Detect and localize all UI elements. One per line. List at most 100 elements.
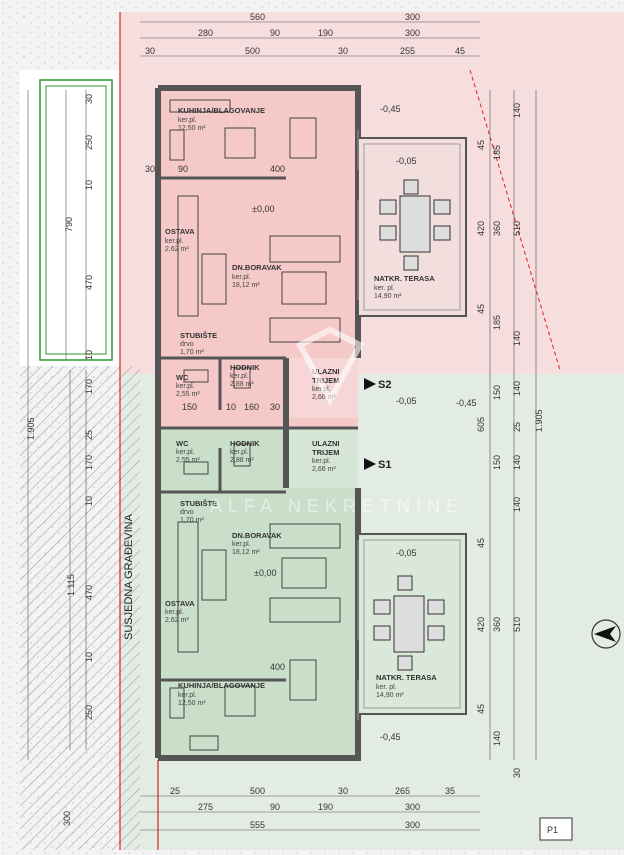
inner-walls — [158, 176, 358, 682]
svg-text:140: 140 — [512, 381, 522, 396]
svg-text:170: 170 — [84, 455, 94, 470]
svg-text:140: 140 — [512, 455, 522, 470]
svg-text:30: 30 — [84, 94, 94, 104]
dim-top-1b: 300 — [405, 12, 420, 22]
svg-text:140: 140 — [492, 731, 502, 746]
room-lower-storage-area: 2,62 m² — [165, 617, 189, 624]
svg-text:470: 470 — [84, 275, 94, 290]
room-upper-living-finish: ker.pl. — [232, 274, 251, 281]
neighbor-outline-inner — [45, 85, 107, 355]
dim-bot-2c: 190 — [318, 802, 333, 812]
parking-label: P1 — [547, 825, 558, 835]
dim-hall-160: 160 — [244, 402, 259, 412]
svg-text:45: 45 — [476, 538, 486, 548]
room-lower-kitchen-finish: ker.pl. — [178, 692, 197, 699]
right-dimensions: 140 185 45 420 510 360 45 185 140 150 14… — [476, 103, 544, 778]
svg-text:140: 140 — [512, 497, 522, 512]
dim-top-2c: 190 — [318, 28, 333, 38]
svg-text:170: 170 — [84, 379, 94, 394]
dim-bot-1c: 30 — [338, 786, 348, 796]
neighbor-label: SUSJEDNA GRAĐEVINA — [123, 513, 135, 640]
dim-inner-90: 90 — [178, 164, 188, 174]
room-lower-kitchen: KUHINJA/BLAGOVANJE — [178, 681, 265, 690]
room-upper-living-area: 18,12 m² — [232, 282, 260, 289]
room-upper-terrace-finish: ker. pl. — [374, 285, 395, 292]
lower-furniture — [169, 443, 341, 751]
svg-text:185: 185 — [492, 315, 502, 330]
room-upper-terrace-area: 14,90 m² — [374, 293, 402, 300]
lower-entry-floor — [286, 428, 358, 488]
svg-text:10: 10 — [84, 180, 94, 190]
dim-top-3c: 30 — [338, 46, 348, 56]
room-upper-terrace: NATKR. TERASA — [374, 274, 435, 283]
svg-text:1.905: 1.905 — [534, 409, 544, 432]
room-upper-kitchen: KUHINJA/BLAGOVANJE — [178, 106, 265, 115]
svg-text:30: 30 — [512, 768, 522, 778]
room-lower-living: DN.BORAVAK — [232, 531, 282, 540]
dim-lower-400: 400 — [270, 662, 285, 672]
dim-top-2a: 280 — [198, 28, 213, 38]
room-lower-terrace: NATKR. TERASA — [376, 673, 437, 682]
neighbor-plot — [20, 70, 120, 366]
room-lower-terrace-area: 14,90 m² — [376, 692, 404, 699]
room-upper-living: DN.BORAVAK — [232, 263, 282, 272]
dim-top-3b: 500 — [245, 46, 260, 56]
room-upper-kitchen-area: 12,50 m² — [178, 125, 206, 132]
svg-text:510: 510 — [512, 617, 522, 632]
svg-text:1.115: 1.115 — [66, 574, 76, 596]
room-upper-stairs-finish: drvo — [180, 341, 194, 348]
room-lower-hall-area: 2,88 m² — [230, 457, 254, 464]
svg-text:1.905: 1.905 — [26, 417, 36, 440]
dim-bot-1e: 35 — [445, 786, 455, 796]
room-upper-stairs: STUBIŠTE — [180, 331, 217, 340]
upper-furniture — [169, 99, 341, 389]
room-upper-wc: WC — [176, 373, 189, 382]
svg-text:10: 10 — [84, 350, 94, 360]
room-upper-storage: OSTAVA — [165, 227, 195, 236]
svg-text:360: 360 — [492, 617, 502, 632]
dim-top-3e: 45 — [455, 46, 465, 56]
room-lower-terrace-finish: ker. pl. — [376, 684, 397, 691]
svg-text:420: 420 — [476, 221, 486, 236]
room-lower-storage: OSTAVA — [165, 599, 195, 608]
dim-inner-400: 400 — [270, 164, 285, 174]
room-upper-wc-area: 2,55 m² — [176, 391, 200, 398]
room-upper-entry-2: TRIJEM — [312, 376, 340, 385]
dim-top-2d: 300 — [405, 28, 420, 38]
room-upper-entry-area: 2,66 m² — [312, 394, 336, 401]
svg-text:605: 605 — [476, 417, 486, 432]
dim-top-3a: 30 — [145, 46, 155, 56]
svg-text:510: 510 — [512, 221, 522, 236]
room-lower-stairs: STUBIŠTE — [180, 499, 217, 508]
level-lower-2: ±0,00 — [254, 568, 276, 578]
svg-text:300: 300 — [62, 811, 72, 826]
room-lower-stairs-area: 1,70 m² — [180, 517, 204, 524]
svg-text:185: 185 — [492, 145, 502, 160]
dim-hall-10: 10 — [226, 402, 236, 412]
room-upper-hall-area: 2,88 m² — [230, 381, 254, 388]
room-upper-entry-1: ULAZNI — [312, 367, 340, 376]
room-upper-kitchen-finish: ker.pl. — [178, 117, 197, 124]
svg-text:140: 140 — [512, 331, 522, 346]
dim-bot-1d: 265 — [395, 786, 410, 796]
room-upper-wc-finish: ker.pl. — [176, 383, 195, 390]
dim-hall-150: 150 — [182, 402, 197, 412]
room-upper-hall-finish: ker.pl. — [230, 373, 249, 380]
dim-top-2b: 90 — [270, 28, 280, 38]
watermark-logo — [295, 326, 365, 407]
dim-top-3d: 255 — [400, 46, 415, 56]
svg-text:25: 25 — [84, 430, 94, 440]
room-lower-wc: WC — [176, 439, 189, 448]
room-lower-entry-finish: ker.pl. — [312, 458, 331, 465]
dim-inner-30: 30 — [145, 164, 155, 174]
room-lower-living-finish: ker.pl. — [232, 541, 251, 548]
neighbor-outline — [39, 79, 113, 361]
room-lower-entry-2: TRIJEM — [312, 448, 340, 457]
room-upper-storage-area: 2,62 m² — [165, 246, 189, 253]
dim-bot-2b: 90 — [270, 802, 280, 812]
svg-text:420: 420 — [476, 617, 486, 632]
level-upper-2: -0,05 — [396, 156, 417, 166]
level-lower-1: -0,05 — [396, 548, 417, 558]
entrance-arrow-s1 — [364, 458, 376, 470]
